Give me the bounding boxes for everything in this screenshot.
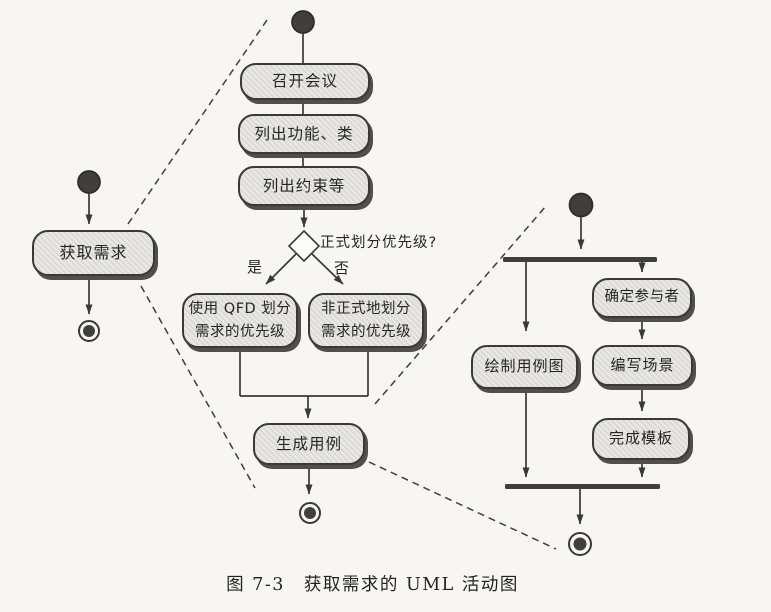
- dashed-acquire-bottom: [140, 285, 256, 489]
- join-bar: [505, 484, 660, 489]
- final-node: [78, 320, 100, 342]
- activity-label: 确定参与者: [604, 289, 680, 306]
- activity-complete-template: 完成模板: [592, 418, 690, 460]
- activity-label-line1: 非正式地划分: [321, 301, 411, 318]
- activity-label: 召开会议: [271, 72, 338, 91]
- decomposition-dashed-lines: [127, 19, 557, 550]
- activity-qfd-prioritize: 使用 QFD 划分 需求的优先级: [182, 293, 298, 348]
- activity-list-functions-classes: 列出功能、类: [238, 114, 370, 154]
- fork-bar: [503, 257, 657, 262]
- dashed-generate-top: [374, 205, 547, 405]
- activity-label: 完成模板: [608, 429, 673, 448]
- figure-caption: 图 7-3 获取需求的 UML 活动图: [226, 575, 519, 595]
- decision-question-label: 正式划分优先级?: [320, 235, 438, 251]
- activity-label: 列出功能、类: [254, 124, 354, 143]
- activity-label: 列出约束等: [262, 176, 346, 195]
- activity-label: 编写场景: [610, 355, 675, 374]
- dashed-acquire-top: [127, 19, 268, 225]
- branch-no-label: 否: [334, 259, 351, 277]
- activity-label-line1: 使用 QFD 划分: [188, 301, 292, 318]
- branch-yes-label: 是: [247, 258, 264, 276]
- edge-decision-yes: [265, 253, 297, 285]
- activity-label: 生成用例: [275, 434, 342, 453]
- activity-draw-use-case-diagram: 绘制用例图: [471, 345, 578, 389]
- decision-diamond: [287, 229, 321, 263]
- activity-write-scenarios: 编写场景: [592, 345, 693, 386]
- overview-flow-connectors: [77, 170, 101, 342]
- final-node: [299, 502, 321, 524]
- activity-informal-prioritize: 非正式地划分 需求的优先级: [308, 293, 424, 348]
- activity-hold-meeting: 召开会议: [240, 63, 370, 100]
- activity-acquire-requirements: 获取需求: [32, 230, 155, 276]
- activity-label: 绘制用例图: [484, 357, 565, 376]
- activity-identify-participants: 确定参与者: [592, 278, 692, 318]
- initial-node: [568, 192, 594, 218]
- final-node: [568, 532, 592, 556]
- edge-decision-no: [311, 253, 344, 285]
- initial-node: [77, 170, 101, 194]
- meeting-flow-connectors: [239, 10, 369, 524]
- dashed-generate-bottom: [368, 461, 557, 550]
- activity-generate-use-cases: 生成用例: [253, 423, 365, 465]
- activity-label-line2: 需求的优先级: [195, 323, 285, 340]
- use-case-flow-connectors: [503, 192, 660, 556]
- initial-node: [291, 10, 315, 34]
- activity-label-line2: 需求的优先级: [321, 323, 411, 340]
- activity-list-constraints: 列出约束等: [238, 166, 370, 206]
- activity-label: 获取需求: [59, 243, 128, 263]
